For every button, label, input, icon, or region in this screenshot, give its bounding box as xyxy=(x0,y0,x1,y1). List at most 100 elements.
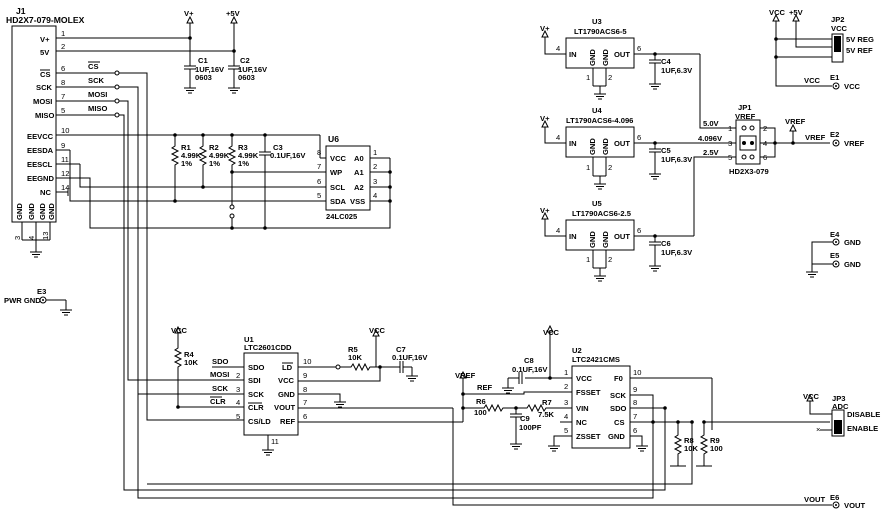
r4-value: 10K xyxy=(184,358,198,367)
u3-part: LT1790ACS6-5 xyxy=(574,27,627,36)
c4-value: 1UF,6.3V xyxy=(661,66,693,75)
net-label-vcc-r4: VCC xyxy=(171,326,188,335)
testpoint-e3: E3 PWR GND xyxy=(4,287,73,316)
eeprom-section: R1 4.99K 1% R2 4.99K 1% R3 4.99K 1% C3 0… xyxy=(69,133,392,230)
u6-pin-label-wp: WP xyxy=(330,168,342,177)
u2-pin-label-f0: F0 xyxy=(614,374,623,383)
net-label-2v5: 2.5V xyxy=(703,148,720,157)
j1-gnd-label-1: GND xyxy=(15,203,24,220)
u1-pin-label-sdi: SDI xyxy=(248,376,261,385)
u4-out-pin: 6 xyxy=(637,133,641,142)
u2-pin-label-vcc: VCC xyxy=(576,374,593,383)
u5-gnd-label-1: GND xyxy=(588,231,597,248)
c1-ref: C1 xyxy=(198,56,208,65)
jp3-opt2: ENABLE xyxy=(847,424,878,433)
c2-value: 1UF,16V xyxy=(238,65,268,74)
u3-ref: U3 xyxy=(592,17,602,26)
j1-ref: J1 xyxy=(16,6,26,16)
u4-ref: U4 xyxy=(592,106,602,115)
e5-ref: E5 xyxy=(830,251,840,260)
c1-value: 1UF,16V xyxy=(195,65,225,74)
j1-pin-num-4: 4 xyxy=(27,236,36,240)
u1-pin-num-8: 8 xyxy=(303,385,307,394)
jp2-name: VCC xyxy=(831,24,848,33)
j1-pin-label-mosi: MOSI xyxy=(33,97,52,106)
c3-value: 0.1UF,16V xyxy=(270,151,306,160)
u5-in-pin: 4 xyxy=(556,226,560,235)
u3-out-label: OUT xyxy=(614,50,630,59)
j1-pin-num-10: 10 xyxy=(61,126,69,135)
u5-gnd-pin-1: 1 xyxy=(586,255,590,264)
net-label-vplus-u3: V+ xyxy=(540,24,550,33)
j1-pin-num-2: 2 xyxy=(61,42,65,51)
u6-pin-num-1: 1 xyxy=(373,148,377,157)
net-label-vout: VOUT xyxy=(804,495,825,504)
net-label-ref: REF xyxy=(477,383,493,392)
u1-ref: U1 xyxy=(244,335,254,344)
net-label-vplus-1: V+ xyxy=(184,9,194,18)
e6-label: VOUT xyxy=(844,501,865,510)
u4-in-pin: 4 xyxy=(556,133,560,142)
e3-label: PWR GND xyxy=(4,296,41,305)
u6-pin-label-scl: SCL xyxy=(330,183,346,192)
j1-gnd-label-3: GND xyxy=(38,203,47,220)
u2-ref: U2 xyxy=(572,346,582,355)
u3-in-pin: 4 xyxy=(556,44,560,53)
u1-sdo-net: SDO xyxy=(212,357,229,366)
u4-gnd-label-2: GND xyxy=(601,138,610,155)
u4-part: LT1790ACS6-4.096 xyxy=(566,116,633,125)
u2-pin-label-fsset: FSSET xyxy=(576,388,601,397)
u2-pin-num-2: 2 xyxy=(564,382,568,391)
j1-pin-label-5v: 5V xyxy=(40,48,50,57)
u5-out-label: OUT xyxy=(614,232,630,241)
u3-gnd-pin-2: 2 xyxy=(608,73,612,82)
r3-value: 4.99K xyxy=(238,151,259,160)
u1-pin-label-sck: SCK xyxy=(248,390,265,399)
jp2-opt1: 5V REG xyxy=(846,35,874,44)
u2-pin-num-5: 5 xyxy=(564,426,568,435)
c5-value: 1UF,6.3V xyxy=(661,155,693,164)
u1-clr-net: CLR xyxy=(210,397,226,406)
c2-ref: C2 xyxy=(240,56,250,65)
c6-value: 1UF,6.3V xyxy=(661,248,693,257)
net-label-vref-adc: VREF xyxy=(455,371,476,380)
connector-j1: J1 HD2X7-079-MOLEX V+ 5V CS SCK MOSI MIS… xyxy=(6,6,320,258)
u1-pin-num-5: 5 xyxy=(236,412,240,421)
c7-ref: C7 xyxy=(396,345,406,354)
u6-pin-num-8: 8 xyxy=(317,148,321,157)
u2-pin-num-7: 7 xyxy=(633,412,637,421)
c6-ref: C6 xyxy=(661,239,671,248)
u6-ref: U6 xyxy=(328,134,339,144)
u6-part: 24LC025 xyxy=(326,212,358,221)
adc-u2: VREF REF R6 100 R7 7.5K C9 100PF VCC C8 … xyxy=(455,325,712,452)
net-label-cs: CS xyxy=(88,62,99,71)
net-label-4v096: 4.096V xyxy=(698,134,723,143)
net-label-vref-jp1: VREF xyxy=(785,117,806,126)
u6-pin-num-5: 5 xyxy=(317,191,321,200)
j1-pin-num-7: 7 xyxy=(61,92,65,101)
u6-pin-num-7: 7 xyxy=(317,162,321,171)
j1-pin-label-cs: CS xyxy=(40,70,51,79)
u2-pin-num-10: 10 xyxy=(633,368,641,377)
u6-pin-label-vcc: VCC xyxy=(330,154,347,163)
u1-pin-num-11: 11 xyxy=(271,437,279,446)
jumper-jp2: VCC +5V JP2 VCC 5V REG 5V REF E1 VCC VCC… xyxy=(769,8,874,278)
j1-pin-label-miso: MISO xyxy=(35,111,55,120)
u3-gnd-pin-1: 1 xyxy=(586,73,590,82)
u4-gnd-label-1: GND xyxy=(588,138,597,155)
u6-pin-num-2: 2 xyxy=(373,162,377,171)
r6-value: 100 xyxy=(474,408,487,417)
net-label-vcc-u2: VCC xyxy=(543,328,560,337)
j1-part: HD2X7-079-MOLEX xyxy=(6,15,85,25)
r5-ref: R5 xyxy=(348,345,358,354)
u6-pin-label-vss: VSS xyxy=(350,197,365,206)
jp1-name: VREF xyxy=(735,112,756,121)
u5-in-label: IN xyxy=(569,232,577,241)
u3-out-pin: 6 xyxy=(637,44,641,53)
c3-ref: C3 xyxy=(273,143,283,152)
adc-disable-section: R8 10K R9 100 VCC JP3 ADC DISABLE ENABLE… xyxy=(670,378,880,467)
net-label-miso: MISO xyxy=(88,104,108,113)
j1-pin-num-9: 9 xyxy=(61,141,65,150)
u5-ref: U5 xyxy=(592,199,602,208)
u2-pin-label-zsset: ZSSET xyxy=(576,432,601,441)
